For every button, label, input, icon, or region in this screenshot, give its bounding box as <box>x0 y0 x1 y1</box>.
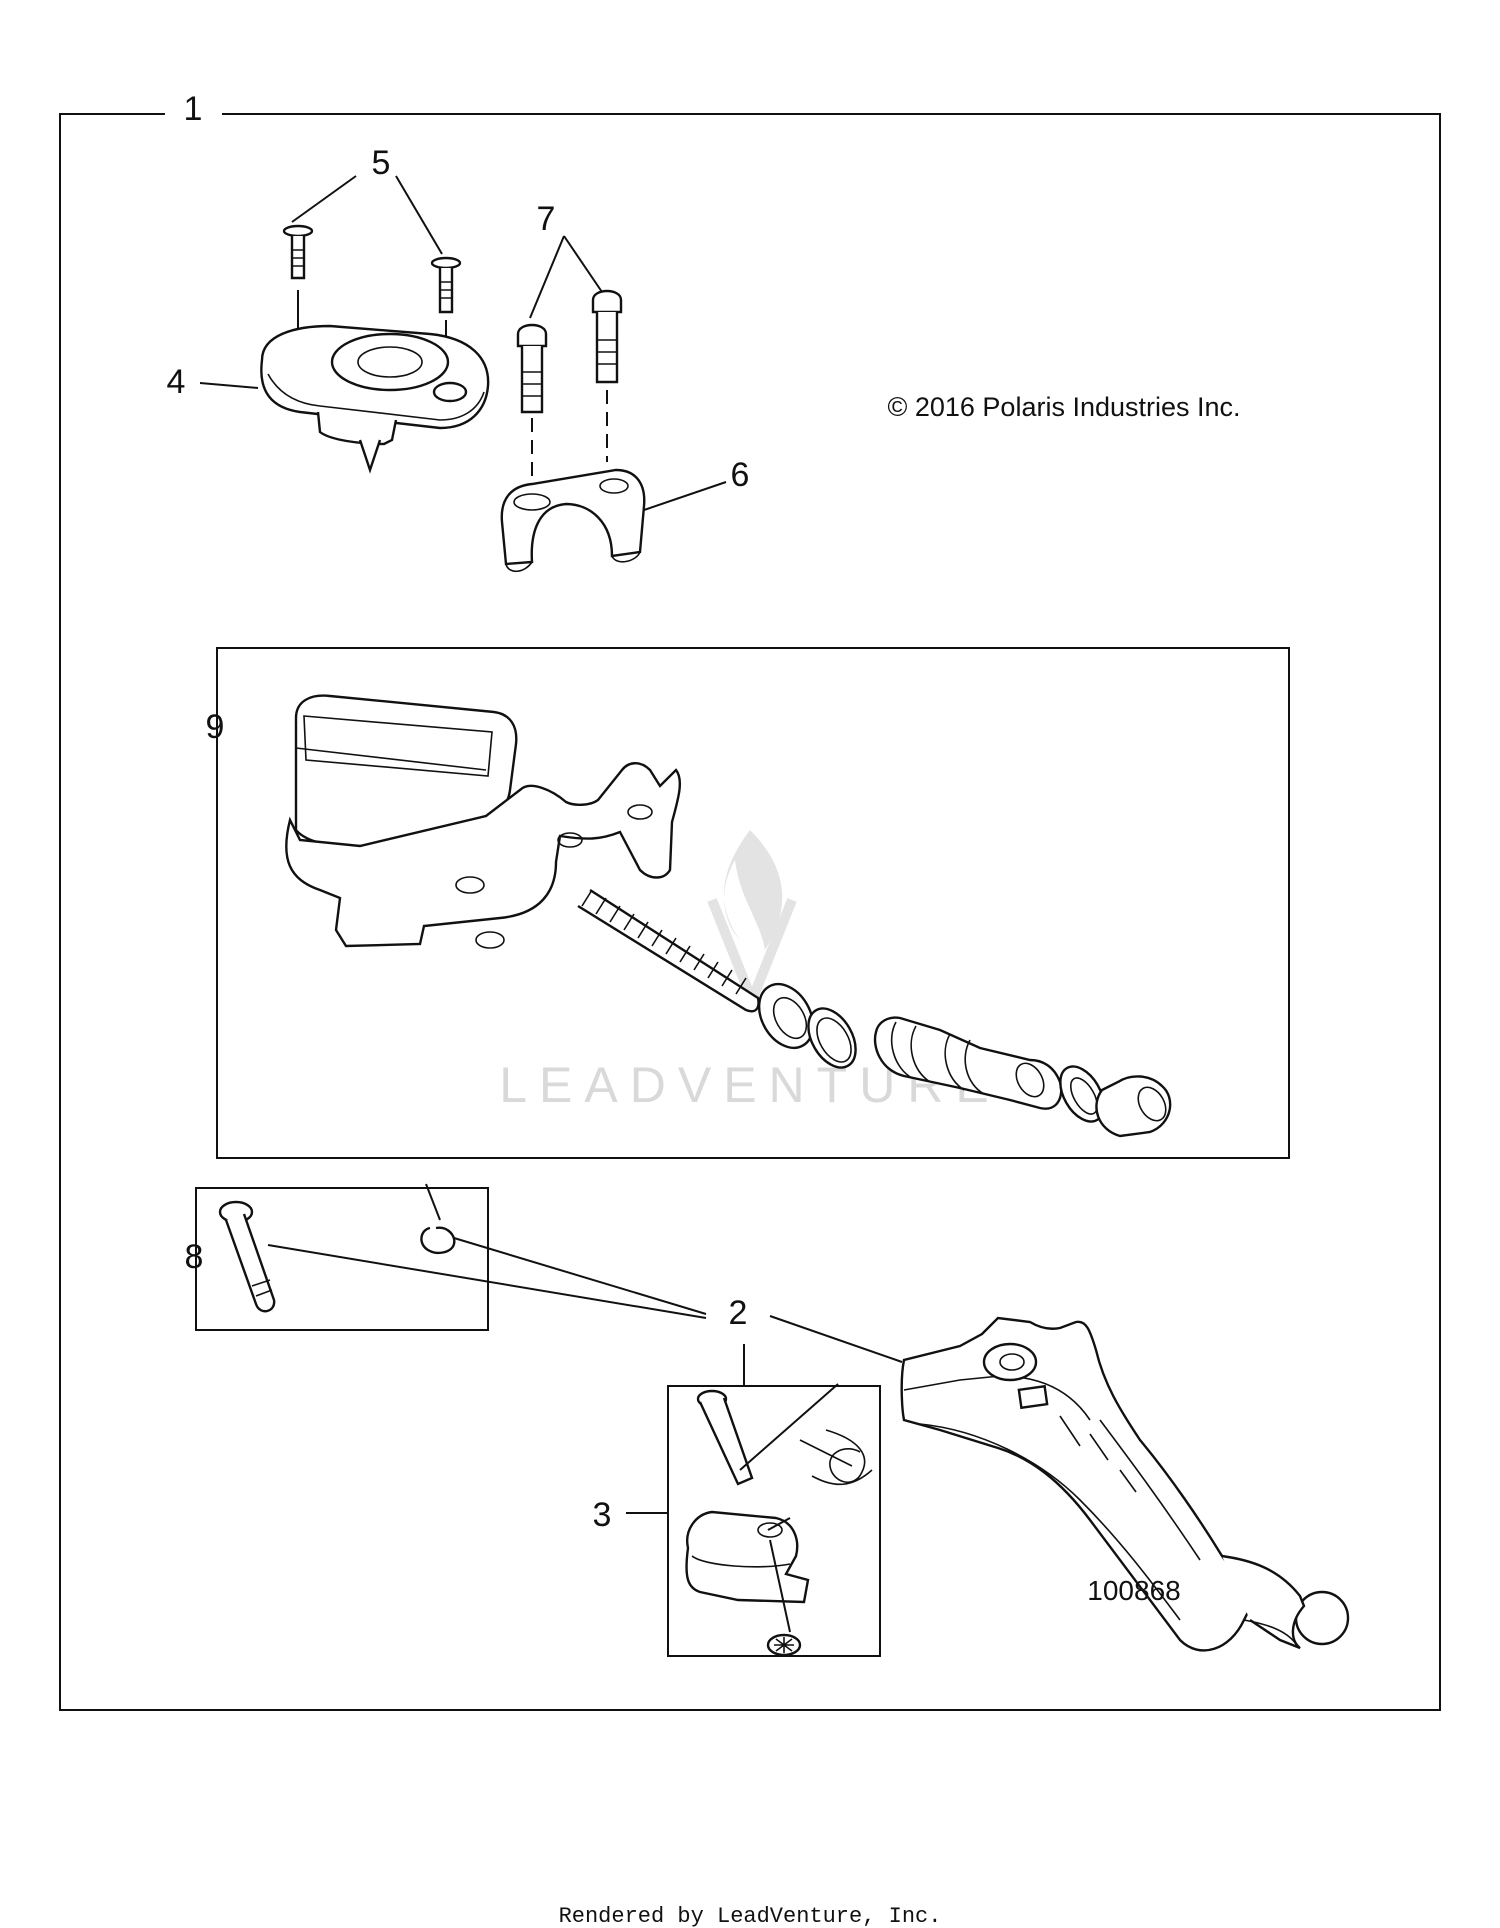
callout-2: 2 <box>729 1294 748 1332</box>
copyright-notice: © 2016 Polaris Industries Inc. <box>887 392 1240 422</box>
part-4-reservoir-cover <box>260 324 490 474</box>
callout-4: 4 <box>167 363 186 401</box>
assembly-frame <box>59 113 1441 1711</box>
diagram-number: 100868 <box>1087 1575 1180 1606</box>
callout-5: 5 <box>372 144 391 182</box>
part-3-lever-adjuster-kit <box>626 1383 881 1657</box>
part-7-clamp-bolts <box>516 289 623 490</box>
callout-leaders <box>199 175 727 511</box>
callout-8: 8 <box>185 1238 204 1276</box>
part-5-cover-screws <box>282 224 462 362</box>
brake-lever <box>900 1316 1350 1652</box>
part-9-master-cylinder-kit <box>216 647 1290 1159</box>
part-8-pivot-pin-kit <box>195 1183 489 1331</box>
callout-6: 6 <box>731 456 750 494</box>
callout-9: 9 <box>206 708 225 746</box>
part-6-handlebar-clamp <box>500 468 646 573</box>
callout-7: 7 <box>537 200 556 238</box>
part-2-leader-lines <box>267 1237 903 1386</box>
callout-1: 1 <box>184 90 203 128</box>
callout-3: 3 <box>593 1496 612 1534</box>
render-credit: Rendered by LeadVenture, Inc. <box>559 1904 942 1928</box>
